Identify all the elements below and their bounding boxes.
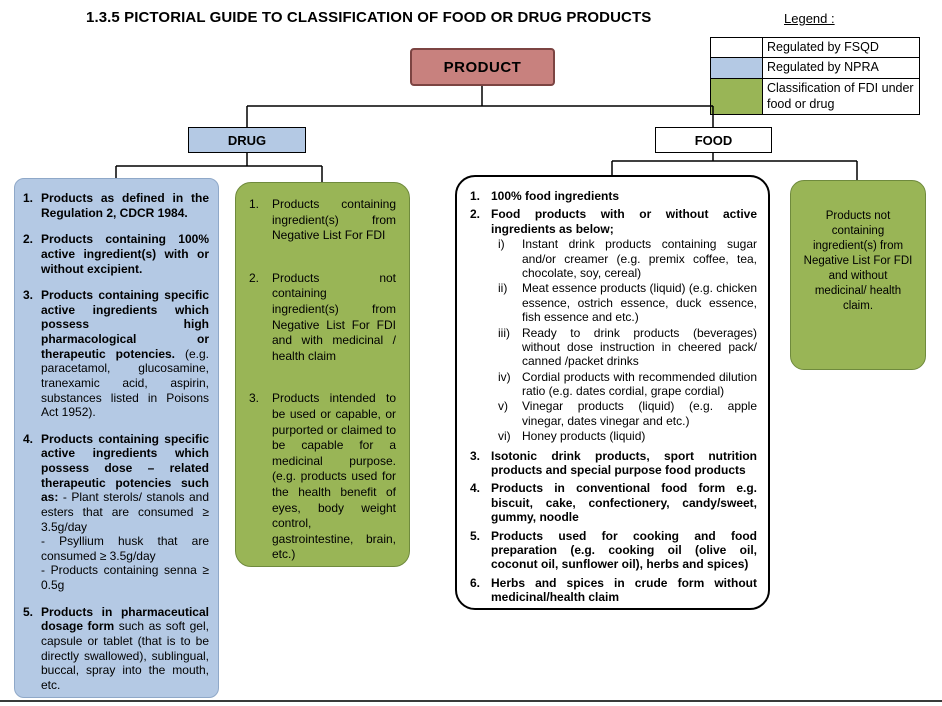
- sub-list-item: vi) Honey products (liquid): [498, 429, 757, 443]
- sub-list-item-number: iv): [498, 369, 511, 384]
- list-item-text: 100% food ingredients: [491, 189, 620, 203]
- list-item-text: Products containing 100% active ingredie…: [41, 232, 209, 276]
- sub-list-item-text: Vinegar products (liquid) (e.g. apple vi…: [522, 399, 757, 428]
- sub-list-item: iii) Ready to drink products (beverages)…: [498, 326, 757, 369]
- list-item-text-rest: such as soft gel, capsule or tablet (tha…: [41, 619, 209, 692]
- list-item-number: 6.: [470, 575, 481, 590]
- list-item: 3. Products containing specific active i…: [23, 288, 209, 420]
- page-bottom-rule: [0, 700, 942, 702]
- list-item-number: 1.: [470, 189, 481, 203]
- sub-list-item: iv) Cordial products with recommended di…: [498, 370, 757, 399]
- list-item-number: 4.: [470, 481, 481, 496]
- sub-list-item: i) Instant drink products containing sug…: [498, 237, 757, 280]
- food-node: FOOD: [655, 127, 772, 153]
- list-item-text: Products in pharmaceutical dosage form: [41, 604, 209, 634]
- list-item: 3. Isotonic drink products, sport nutrit…: [470, 449, 757, 478]
- legend-item-label: Regulated by FSQD: [763, 38, 919, 58]
- list-item: 3. Products intended to be used or capab…: [249, 391, 396, 563]
- page-title: 1.3.5 PICTORIAL GUIDE TO CLASSIFICATION …: [86, 9, 652, 26]
- list-item-number: 3.: [249, 391, 260, 406]
- list-item-text: Products containing specific active ingr…: [41, 288, 209, 361]
- list-item: 1. Products as defined in the Regulation…: [23, 191, 209, 220]
- list-item-text: Products used for cooking and food prepa…: [491, 528, 757, 572]
- list-item-text-rest: (e.g. paracetamol, glucosamine, tranexam…: [41, 346, 209, 420]
- list-item-number: 2.: [249, 270, 260, 285]
- sub-list-item: v) Vinegar products (liquid) (e.g. apple…: [498, 399, 757, 428]
- food-fsqd-criteria-panel: 1. 100% food ingredients 2. Food product…: [455, 175, 770, 610]
- sub-list-item-text: Meat essence products (liquid) (e.g. chi…: [522, 281, 757, 325]
- list-item: 2. Products not containing ingredient(s)…: [249, 271, 396, 365]
- list-item-number: 4.: [23, 431, 34, 446]
- list-item-text: Herbs and spices in crude form without m…: [491, 575, 757, 605]
- sub-list-item-text: Instant drink products containing sugar …: [522, 237, 757, 280]
- list-item-text: Products containing ingredient(s) from N…: [272, 197, 396, 243]
- legend-row-npra: Regulated by NPRA: [711, 58, 919, 79]
- list-item-number: 3.: [470, 448, 481, 463]
- legend-swatch-fsqd: [711, 38, 763, 58]
- list-item-number: 1.: [23, 191, 34, 205]
- food-fdi-criteria-panel: Products not containing ingredient(s) fr…: [790, 180, 926, 370]
- legend-table: Regulated by FSQD Regulated by NPRA Clas…: [710, 37, 920, 115]
- list-item: 4. Products in conventional food form e.…: [470, 481, 757, 524]
- panel-text: Products not containing ingredient(s) fr…: [803, 210, 913, 312]
- sub-list-item-text: Honey products (liquid): [522, 429, 646, 444]
- sub-list-item-number: iii): [498, 325, 510, 340]
- sub-list-item-number: vi): [498, 429, 511, 444]
- sub-list-item: ii) Meat essence products (liquid) (e.g.…: [498, 281, 757, 324]
- product-node: PRODUCT: [410, 48, 555, 86]
- legend-label: Legend :: [784, 11, 835, 26]
- list-item: 1. 100% food ingredients: [470, 189, 757, 203]
- legend-swatch-npra: [711, 58, 763, 78]
- legend-row-fsqd: Regulated by FSQD: [711, 38, 919, 59]
- list-item-text: Products as defined in the Regulation 2,…: [41, 191, 209, 220]
- legend-row-fdi: Classification of FDI under food or drug: [711, 78, 919, 114]
- list-item-text: Products containing specific active ingr…: [41, 431, 209, 505]
- list-item-text: Products in conventional food form e.g. …: [491, 481, 757, 525]
- list-item: 6. Herbs and spices in crude form withou…: [470, 576, 757, 605]
- sub-list-item-number: i): [498, 237, 505, 252]
- legend-item-label: Classification of FDI under food or drug: [763, 78, 919, 114]
- list-item-number: 2.: [470, 207, 481, 222]
- list-item-number: 1.: [249, 197, 260, 211]
- sub-list-item-number: ii): [498, 281, 508, 296]
- list-item: 1. Products containing ingredient(s) fro…: [249, 197, 396, 244]
- list-item-number: 2.: [23, 232, 34, 247]
- list-item: 5. Products in pharmaceutical dosage for…: [23, 605, 209, 693]
- list-item: 2. Food products with or without active …: [470, 207, 757, 444]
- legend-item-label: Regulated by NPRA: [763, 58, 919, 78]
- sub-list-item-number: v): [498, 399, 508, 414]
- list-item: 4. Products containing specific active i…: [23, 432, 209, 593]
- legend-swatch-fdi: [711, 78, 763, 114]
- list-item-number: 5.: [23, 604, 34, 619]
- drug-fdi-criteria-panel: 1. Products containing ingredient(s) fro…: [235, 182, 410, 567]
- list-item-text: Products not containing ingredient(s) fr…: [272, 270, 396, 363]
- sub-list-item-text: Cordial products with recommended diluti…: [522, 369, 757, 399]
- list-item-number: 3.: [23, 288, 34, 303]
- list-item-text: Food products with or without active ing…: [491, 207, 757, 236]
- list-item: 2. Products containing 100% active ingre…: [23, 232, 209, 276]
- list-item: 5. Products used for cooking and food pr…: [470, 529, 757, 572]
- drug-npra-criteria-panel: 1. Products as defined in the Regulation…: [14, 178, 219, 698]
- drug-node: DRUG: [188, 127, 306, 153]
- sub-list-item-text: Ready to drink products (beverages) with…: [522, 325, 757, 369]
- list-item-text-rest: - Plant sterols/ stanols and esters that…: [41, 490, 209, 592]
- list-item-text: Products intended to be used or capable,…: [272, 391, 396, 562]
- list-item-number: 5.: [470, 528, 481, 543]
- list-item-text: Isotonic drink products, sport nutrition…: [491, 448, 757, 478]
